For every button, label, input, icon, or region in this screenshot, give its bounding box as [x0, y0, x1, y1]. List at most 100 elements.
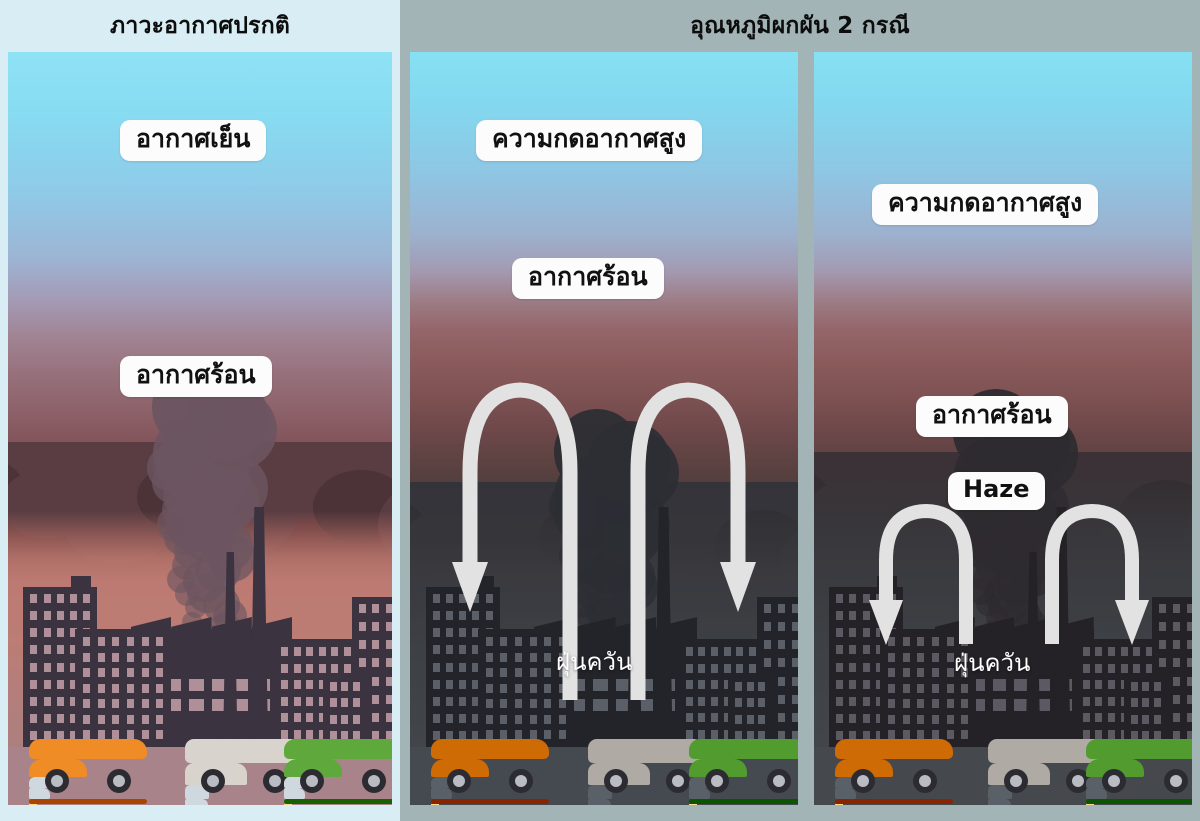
building-window: [1145, 663, 1153, 673]
building-window: [485, 699, 493, 708]
building-window: [30, 731, 38, 740]
building-window: [1108, 696, 1115, 706]
building-window: [459, 645, 467, 655]
building-window: [83, 652, 91, 662]
building-window: [961, 699, 969, 708]
label-hot-air: อากาศร้อน: [120, 356, 272, 397]
building-window: [1186, 658, 1192, 668]
building-window: [1172, 640, 1180, 650]
building-window: [293, 663, 301, 673]
building-window: [685, 713, 693, 723]
building-window: [710, 730, 718, 739]
vehicle-body: [689, 739, 798, 759]
building-window: [141, 637, 149, 646]
factory-window: [593, 679, 608, 691]
building-window: [126, 714, 134, 724]
building-window: [902, 699, 910, 708]
building-window: [1130, 731, 1138, 740]
building-window: [500, 652, 508, 662]
building-window: [293, 680, 301, 690]
building-window: [432, 713, 440, 723]
section-heading-normal: ภาวะอากาศปรกติ: [110, 13, 290, 39]
building-window: [1133, 663, 1141, 673]
building-window: [70, 611, 78, 621]
vehicle-wheel: [509, 769, 534, 793]
building-window: [126, 637, 134, 646]
building-window: [83, 699, 91, 708]
building-window: [875, 611, 883, 621]
building-window: [529, 714, 537, 724]
building-window: [748, 647, 756, 656]
vehicle-body: [184, 739, 303, 763]
building-window: [386, 622, 392, 632]
building-window: [445, 645, 453, 655]
building-window: [280, 730, 288, 739]
vehicle-headlight: [29, 804, 38, 805]
building-window: [459, 713, 467, 723]
building-window: [485, 637, 493, 646]
building-window: [735, 698, 743, 708]
vehicle-wheel: [767, 769, 792, 793]
vehicle-wheel: [604, 769, 629, 793]
building-window: [341, 731, 349, 740]
cityscape-inversion-1: [410, 507, 798, 805]
building-window: [293, 647, 301, 656]
label-cold-air: อากาศเย็น: [120, 120, 267, 161]
building-window: [529, 668, 537, 677]
vehicle-window: [834, 777, 857, 788]
building-window: [43, 662, 51, 672]
building-window: [126, 683, 134, 693]
building-window: [1095, 730, 1103, 739]
vehicle-cabin: [834, 759, 893, 777]
building-window: [156, 730, 164, 739]
building-window: [889, 594, 897, 603]
building-window: [293, 696, 301, 706]
building-window: [710, 647, 718, 656]
building-window: [70, 594, 78, 603]
building-window: [472, 713, 480, 723]
building-window: [544, 652, 552, 662]
building-window: [544, 714, 552, 724]
building-window: [1108, 713, 1115, 723]
building-window: [112, 637, 120, 646]
building-window: [372, 731, 380, 740]
building-window: [56, 611, 64, 621]
building-window: [1082, 647, 1090, 656]
building-window: [141, 699, 149, 708]
building-window: [331, 663, 339, 673]
building-window: [280, 696, 288, 706]
building-window: [83, 637, 91, 646]
building-window: [341, 682, 349, 691]
building-window: [1172, 694, 1180, 704]
vehicle-wheel: [912, 769, 937, 793]
building-window: [30, 645, 38, 655]
building-window: [862, 594, 870, 603]
building-window: [318, 696, 326, 706]
building-window: [372, 604, 380, 613]
building-window: [386, 676, 392, 686]
building-window: [946, 730, 954, 739]
building-window: [777, 731, 785, 740]
factory-window: [992, 699, 1007, 711]
panel-inversion-case-2: ความกดอากาศสูง อากาศร้อน Haze ฝุ่นควัน: [814, 52, 1192, 805]
building-window: [352, 731, 360, 740]
building-window: [888, 699, 896, 708]
building-window: [1159, 622, 1167, 632]
rooftop-unit: [71, 576, 92, 587]
building-window: [1172, 658, 1180, 668]
building-window: [141, 730, 149, 739]
building-window: [529, 699, 537, 708]
vehicle-window: [284, 788, 306, 799]
building-window: [445, 611, 453, 621]
building-window: [961, 637, 969, 646]
building-window: [836, 594, 844, 603]
building-window: [777, 712, 785, 722]
factory-window: [233, 679, 248, 691]
building-window: [485, 594, 493, 603]
vehicle-wheel: [1102, 769, 1127, 793]
building-window: [1108, 663, 1115, 673]
building-window: [372, 640, 380, 650]
building-window: [432, 628, 440, 638]
building-window: [791, 658, 798, 668]
building-window: [70, 628, 78, 638]
